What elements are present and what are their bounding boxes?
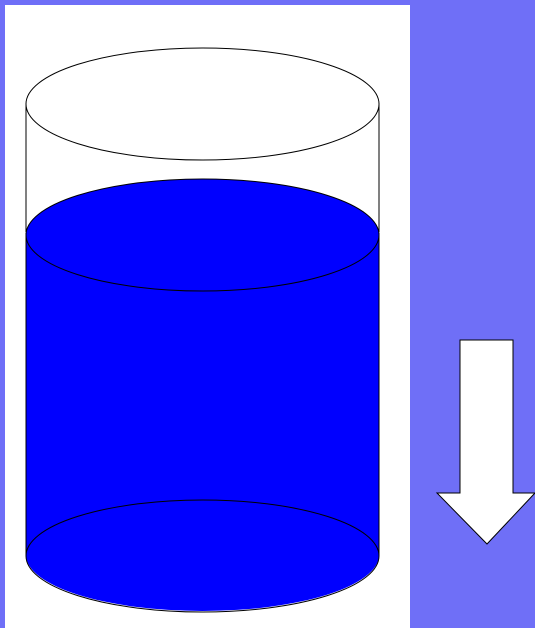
down-arrow-icon	[435, 339, 535, 545]
liquid-surface	[25, 178, 380, 292]
liquid-bottom-rim	[25, 555, 380, 613]
cylinder-top-rim	[25, 47, 380, 161]
liquid-bottom-back-edge	[25, 499, 380, 557]
liquid-body	[26, 235, 379, 612]
